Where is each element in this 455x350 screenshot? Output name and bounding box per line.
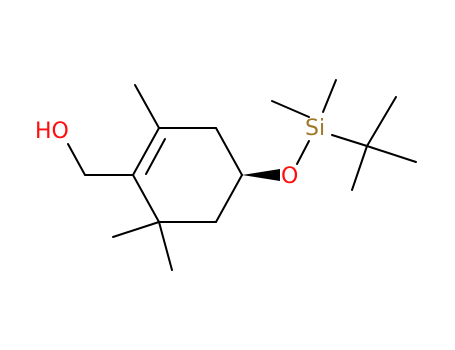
bond-c1-c2-double <box>132 127 160 176</box>
atom-label-ether-oxygen: O <box>281 164 298 189</box>
bond-si-methyl-b <box>322 79 337 113</box>
bond-c1-c2-inner <box>145 138 166 175</box>
wedge-bond-c4-o <box>242 169 280 181</box>
bond-tbu-methyl-a <box>366 96 397 147</box>
bond-c6-c1 <box>132 174 160 223</box>
bond-tbu-methyl-b <box>366 145 417 163</box>
atom-label-hydroxyl: HO <box>35 119 69 144</box>
bond-c4-c5 <box>215 174 243 223</box>
bond-c6-methyl-b <box>158 221 173 271</box>
bond-o-ch2 <box>67 143 86 176</box>
bond-c6-methyl-a <box>112 221 160 238</box>
bond-si-ctert <box>331 134 368 147</box>
bond-si-methyl-a <box>271 100 310 118</box>
bond-tbu-methyl-c <box>351 145 368 191</box>
bond-c2-methyl <box>134 84 160 129</box>
bond-o-si <box>296 140 310 165</box>
bond-c3-c4 <box>215 127 243 176</box>
atom-label-silicon: Si <box>305 116 325 141</box>
